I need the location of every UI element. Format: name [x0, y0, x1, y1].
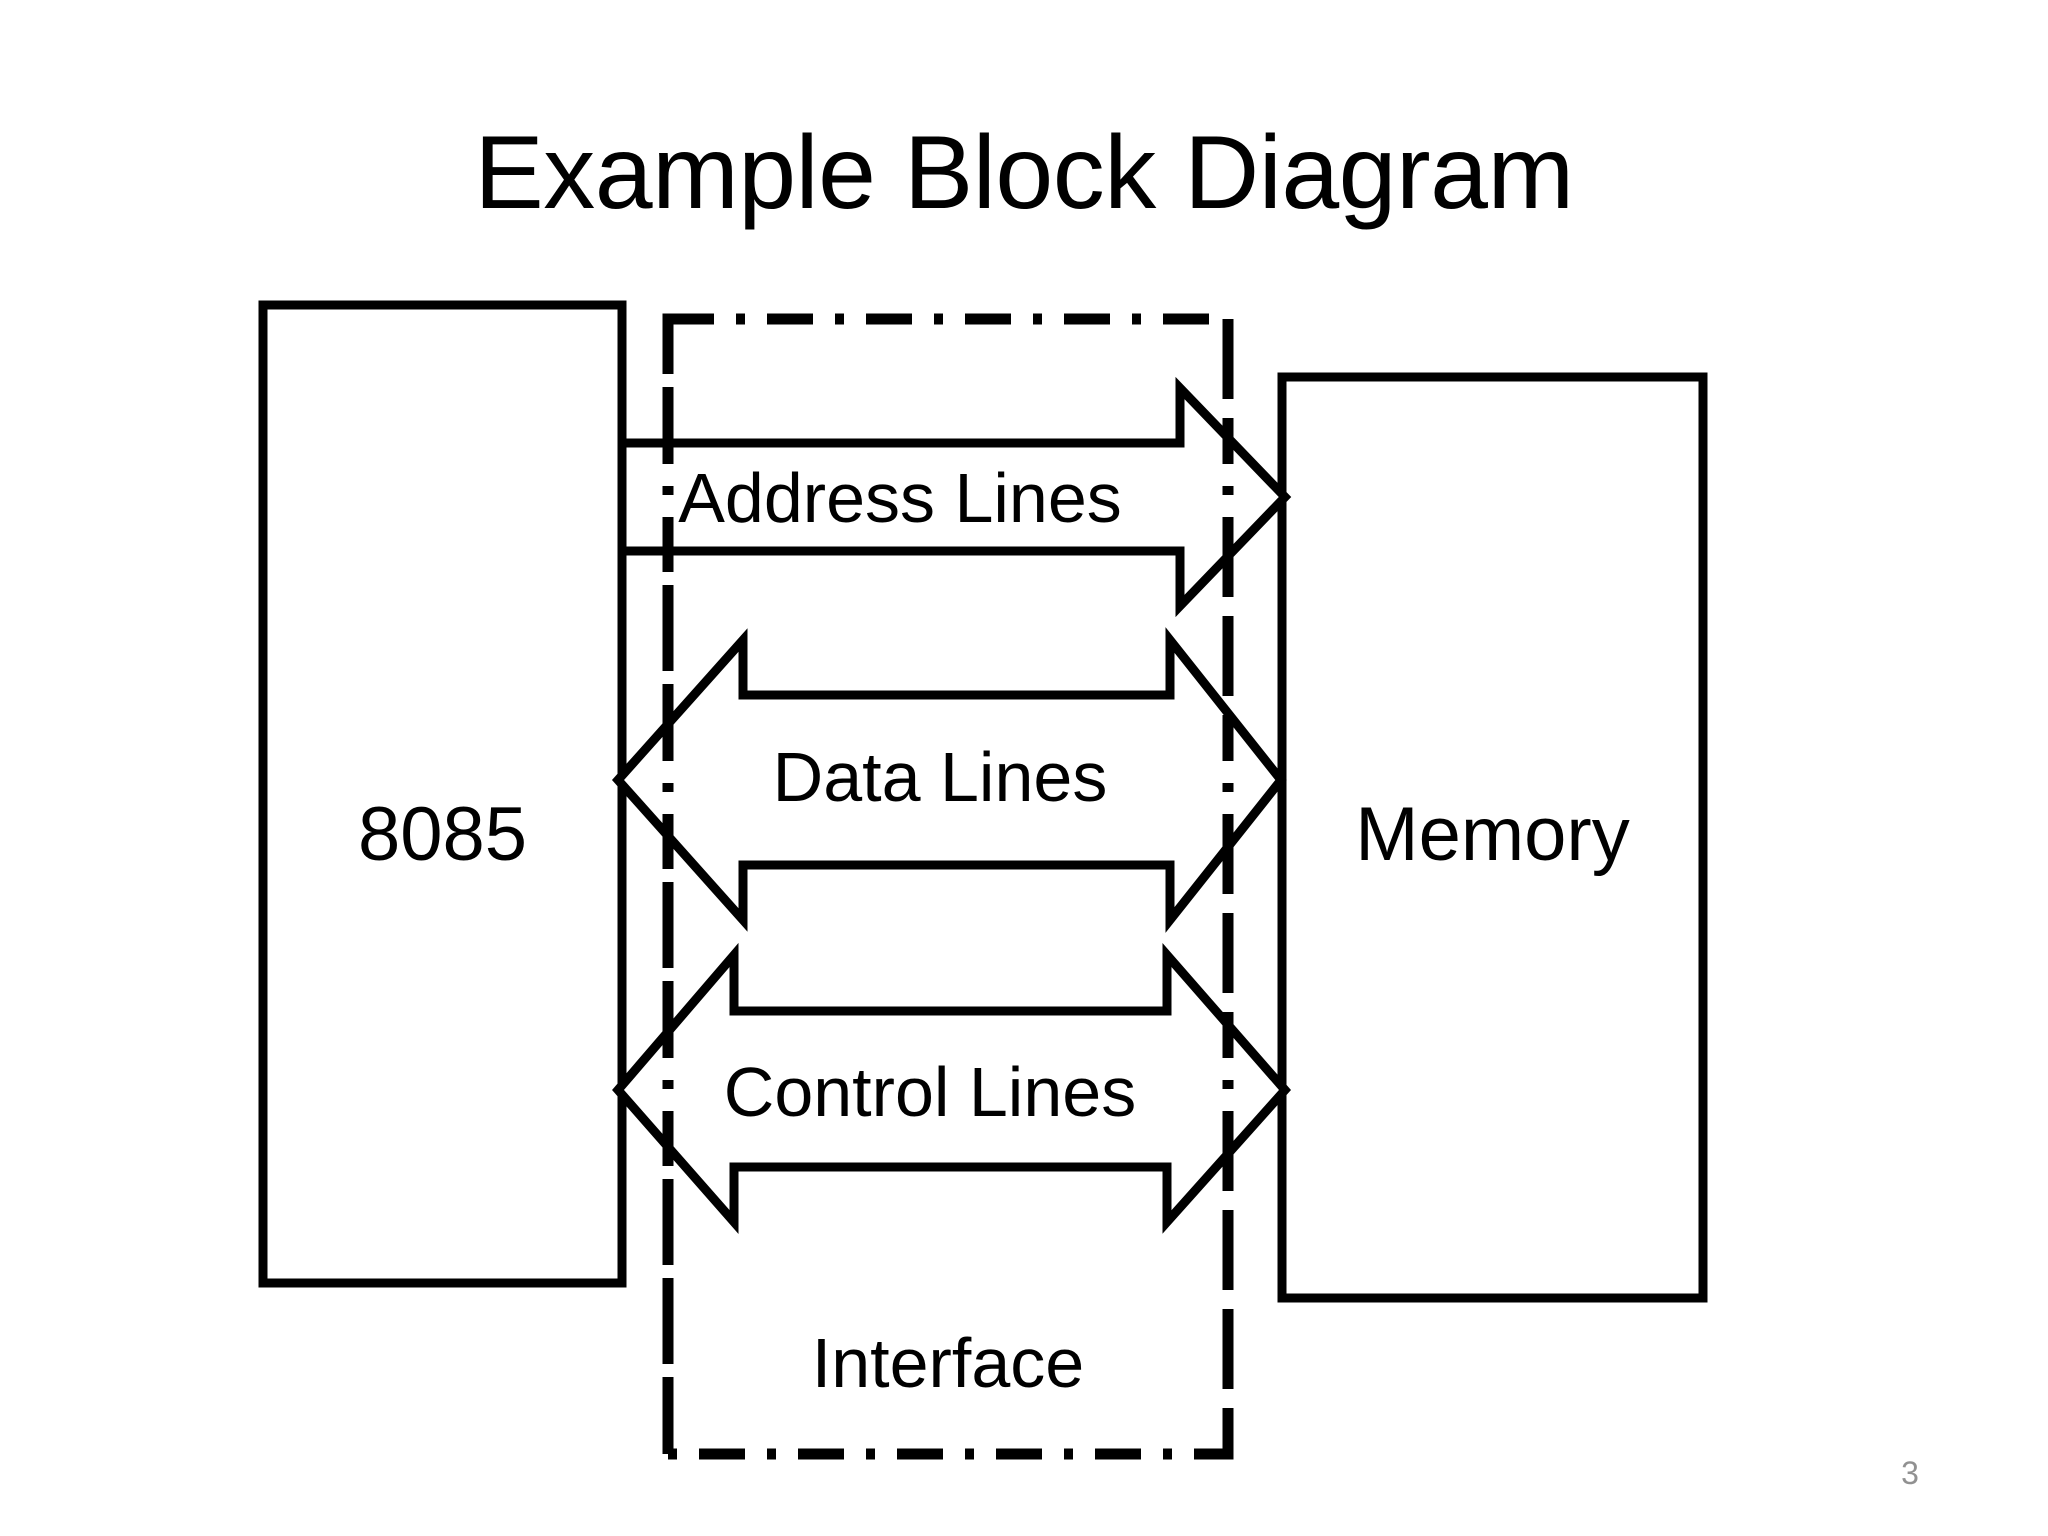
page-number: 3 — [1901, 1455, 1919, 1491]
data-lines-arrow — [611, 627, 1287, 933]
page-title: Example Block Diagram — [474, 115, 1574, 231]
cpu-block-label: 8085 — [357, 792, 528, 877]
control-lines-arrow — [612, 942, 1292, 1234]
control-lines-label: Control Lines — [723, 1053, 1137, 1131]
address-lines-label: Address Lines — [678, 459, 1122, 537]
memory-block — [1277, 372, 1708, 1303]
cpu-block — [258, 300, 627, 1288]
memory-block-label: Memory — [1355, 792, 1630, 877]
data-lines-label: Data Lines — [772, 738, 1108, 816]
interface-label: Interface — [811, 1324, 1085, 1402]
